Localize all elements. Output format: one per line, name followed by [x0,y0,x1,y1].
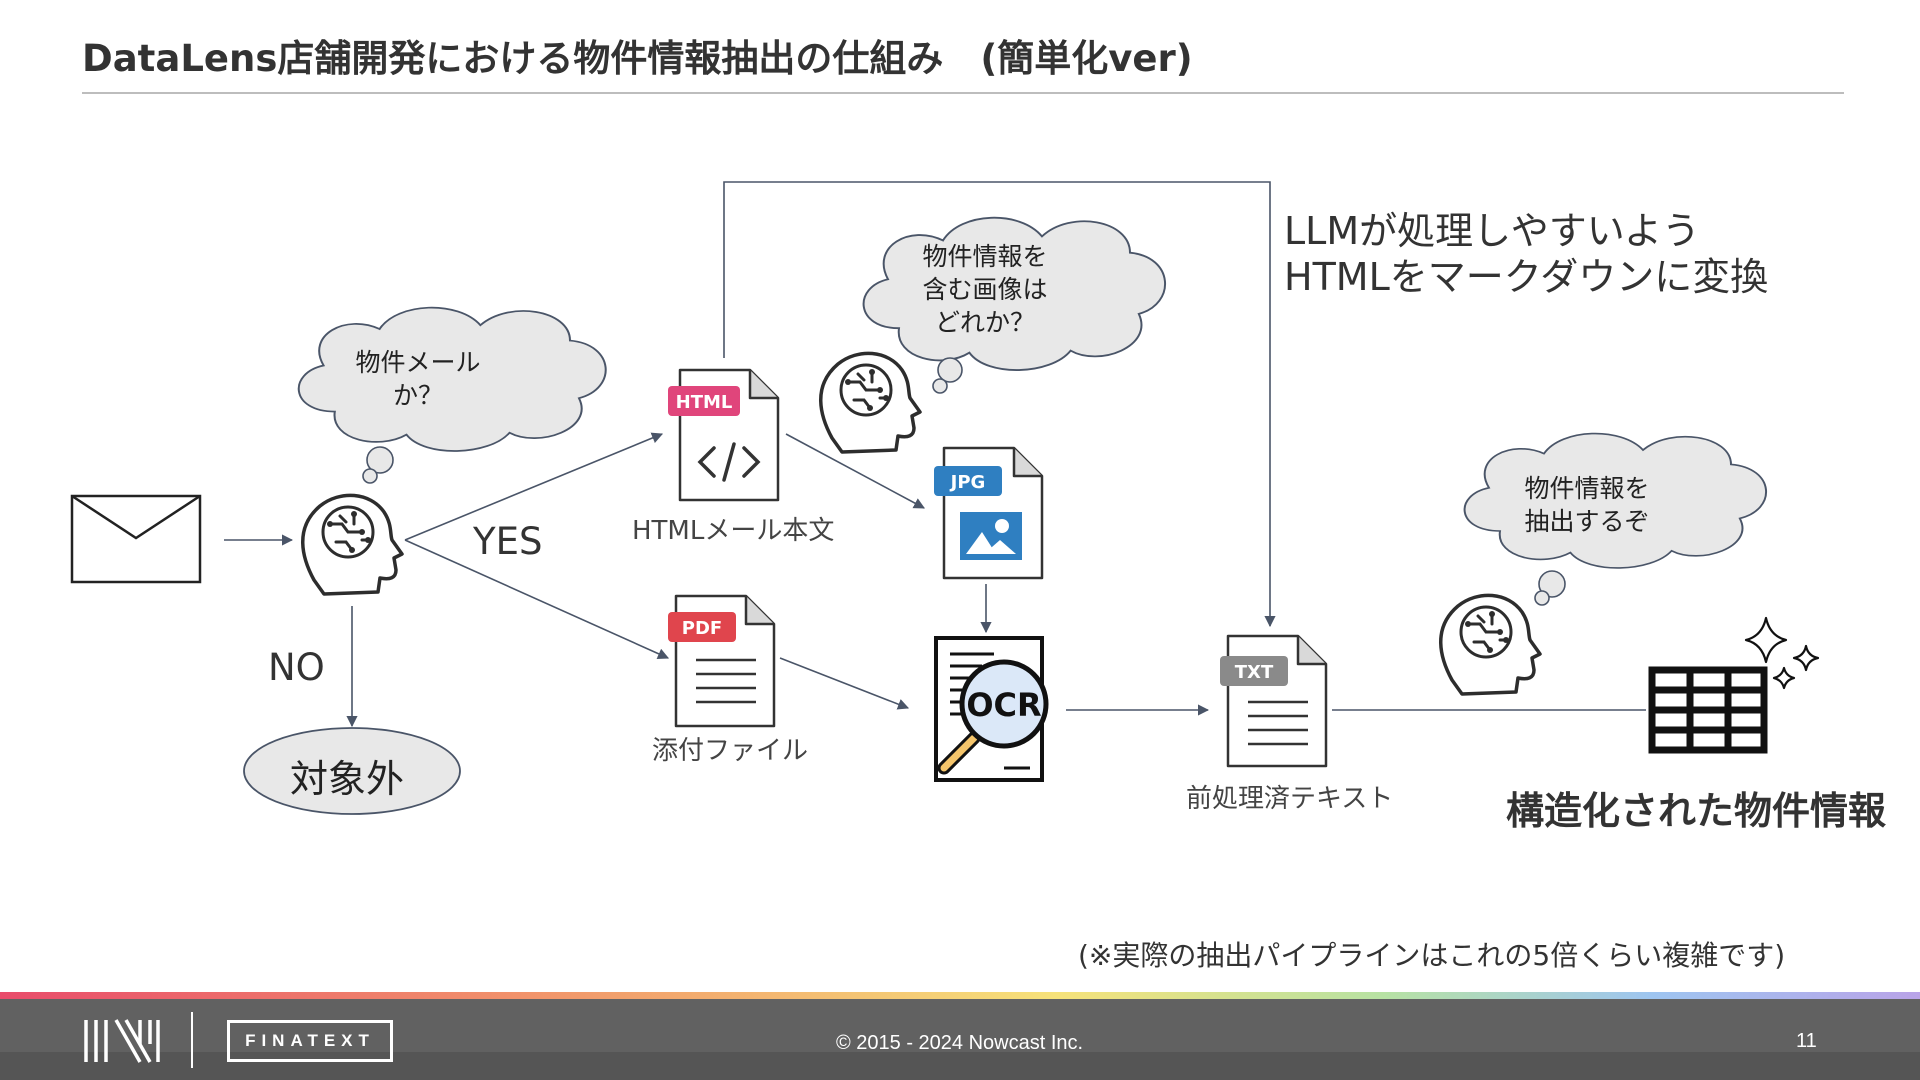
footer-bar: FINATEXT © 2015 - 2024 Nowcast Inc. 11 [0,992,1920,1080]
ocr-label: OCR [966,686,1041,724]
ai-head-icon [1438,593,1542,696]
convert-note-line1: LLMが処理しやすいよう [1284,209,1700,253]
logo-separator [191,1012,193,1068]
txt-file-icon: TXT [1220,634,1328,768]
out-of-scope-ellipse [243,727,461,815]
slide-title: DataLens店舗開発における物件情報抽出の仕組み (簡単化ver) [82,37,1193,80]
jpg-tag-label: JPG [949,472,986,493]
structured-info-label: 構造化された物件情報 [1506,789,1887,833]
arrow-pdf-to-ocr [779,657,910,710]
cloud-text-which-image: 物件情報を 含む画像は どれか？ [922,242,1048,337]
pdf-tag-label: PDF [682,618,722,639]
arrow-html-to-jpg [785,433,925,509]
flow-diagram: HTML JPG PDF OCR [70,181,1820,815]
page-number: 11 [1796,1030,1817,1052]
ocr-icon: OCR [934,636,1049,782]
no-label: NO [268,646,325,689]
html-file-icon: HTML [668,368,780,502]
jpg-file-icon: JPG [934,446,1044,580]
arrow-yes-html [404,432,664,541]
sparkle-icon [1744,616,1820,690]
cloud-text-is-property-mail: 物件メール か？ [355,348,481,410]
pdf-file-icon: PDF [668,594,776,728]
html-body-label: HTMLメール本文 [632,516,835,546]
footer-gradient-stripe [0,992,1920,999]
out-of-scope-label: 対象外 [290,757,405,801]
txt-tag-label: TXT [1235,662,1274,683]
ai-head-icon [818,351,922,454]
attachment-label: 添付ファイル [652,736,809,766]
arrow-html-to-txt [723,181,1276,628]
yes-label: YES [473,520,543,563]
nowcast-logo-icon [84,1019,160,1063]
ai-head-icon [300,493,404,596]
html-tag-label: HTML [676,392,733,413]
arrow-yes-pdf [404,539,670,659]
preprocessed-text-label: 前処理済テキスト [1186,784,1394,814]
copyright-text: © 2015 - 2024 Nowcast Inc. [836,1032,1084,1054]
footer-shade [0,1052,1920,1080]
finatext-logo: FINATEXT [227,1020,393,1062]
convert-note-line2: HTMLをマークダウンに変換 [1284,255,1769,299]
complexity-note: (※実際の抽出パイプラインはこれの5倍くらい複雑です) [1078,939,1786,972]
title-divider [82,92,1844,94]
cloud-text-extract: 物件情報を 抽出するぞ [1524,474,1650,536]
table-icon [1648,666,1768,754]
envelope-icon [70,494,202,584]
